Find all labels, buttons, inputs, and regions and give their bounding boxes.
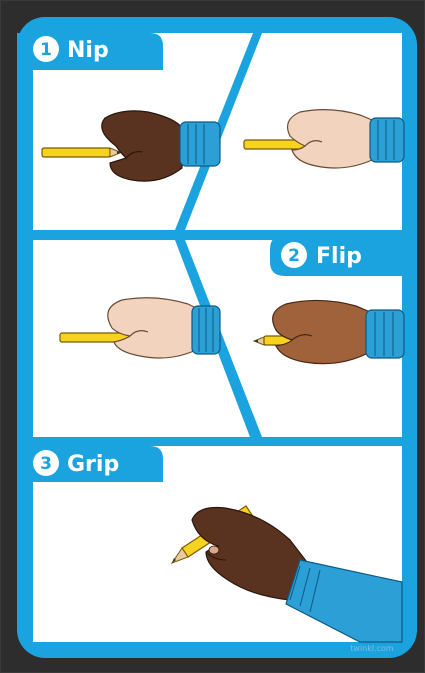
step-2-title: Flip bbox=[316, 244, 362, 269]
step-3-title: Grip bbox=[67, 452, 119, 477]
step-3-number: 3 bbox=[40, 454, 52, 474]
sleeve-cuff bbox=[370, 118, 404, 162]
step-1-title: Nip bbox=[67, 38, 109, 63]
sleeve-cuff bbox=[180, 122, 220, 166]
step-3-label: 3 Grip bbox=[17, 446, 163, 482]
step-2-number: 2 bbox=[288, 246, 300, 266]
hand-icon bbox=[273, 300, 370, 363]
step-1-number: 1 bbox=[40, 40, 52, 60]
sleeve-cuff bbox=[366, 310, 404, 358]
step-1-label: 1 Nip bbox=[17, 33, 163, 70]
watermark: twinkl.com bbox=[350, 644, 394, 653]
sleeve-cuff bbox=[192, 306, 220, 354]
hand-icon bbox=[288, 110, 372, 168]
step-2-label: 2 Flip bbox=[270, 235, 402, 276]
pencil-icon bbox=[42, 148, 121, 157]
hand-icon bbox=[108, 298, 196, 358]
